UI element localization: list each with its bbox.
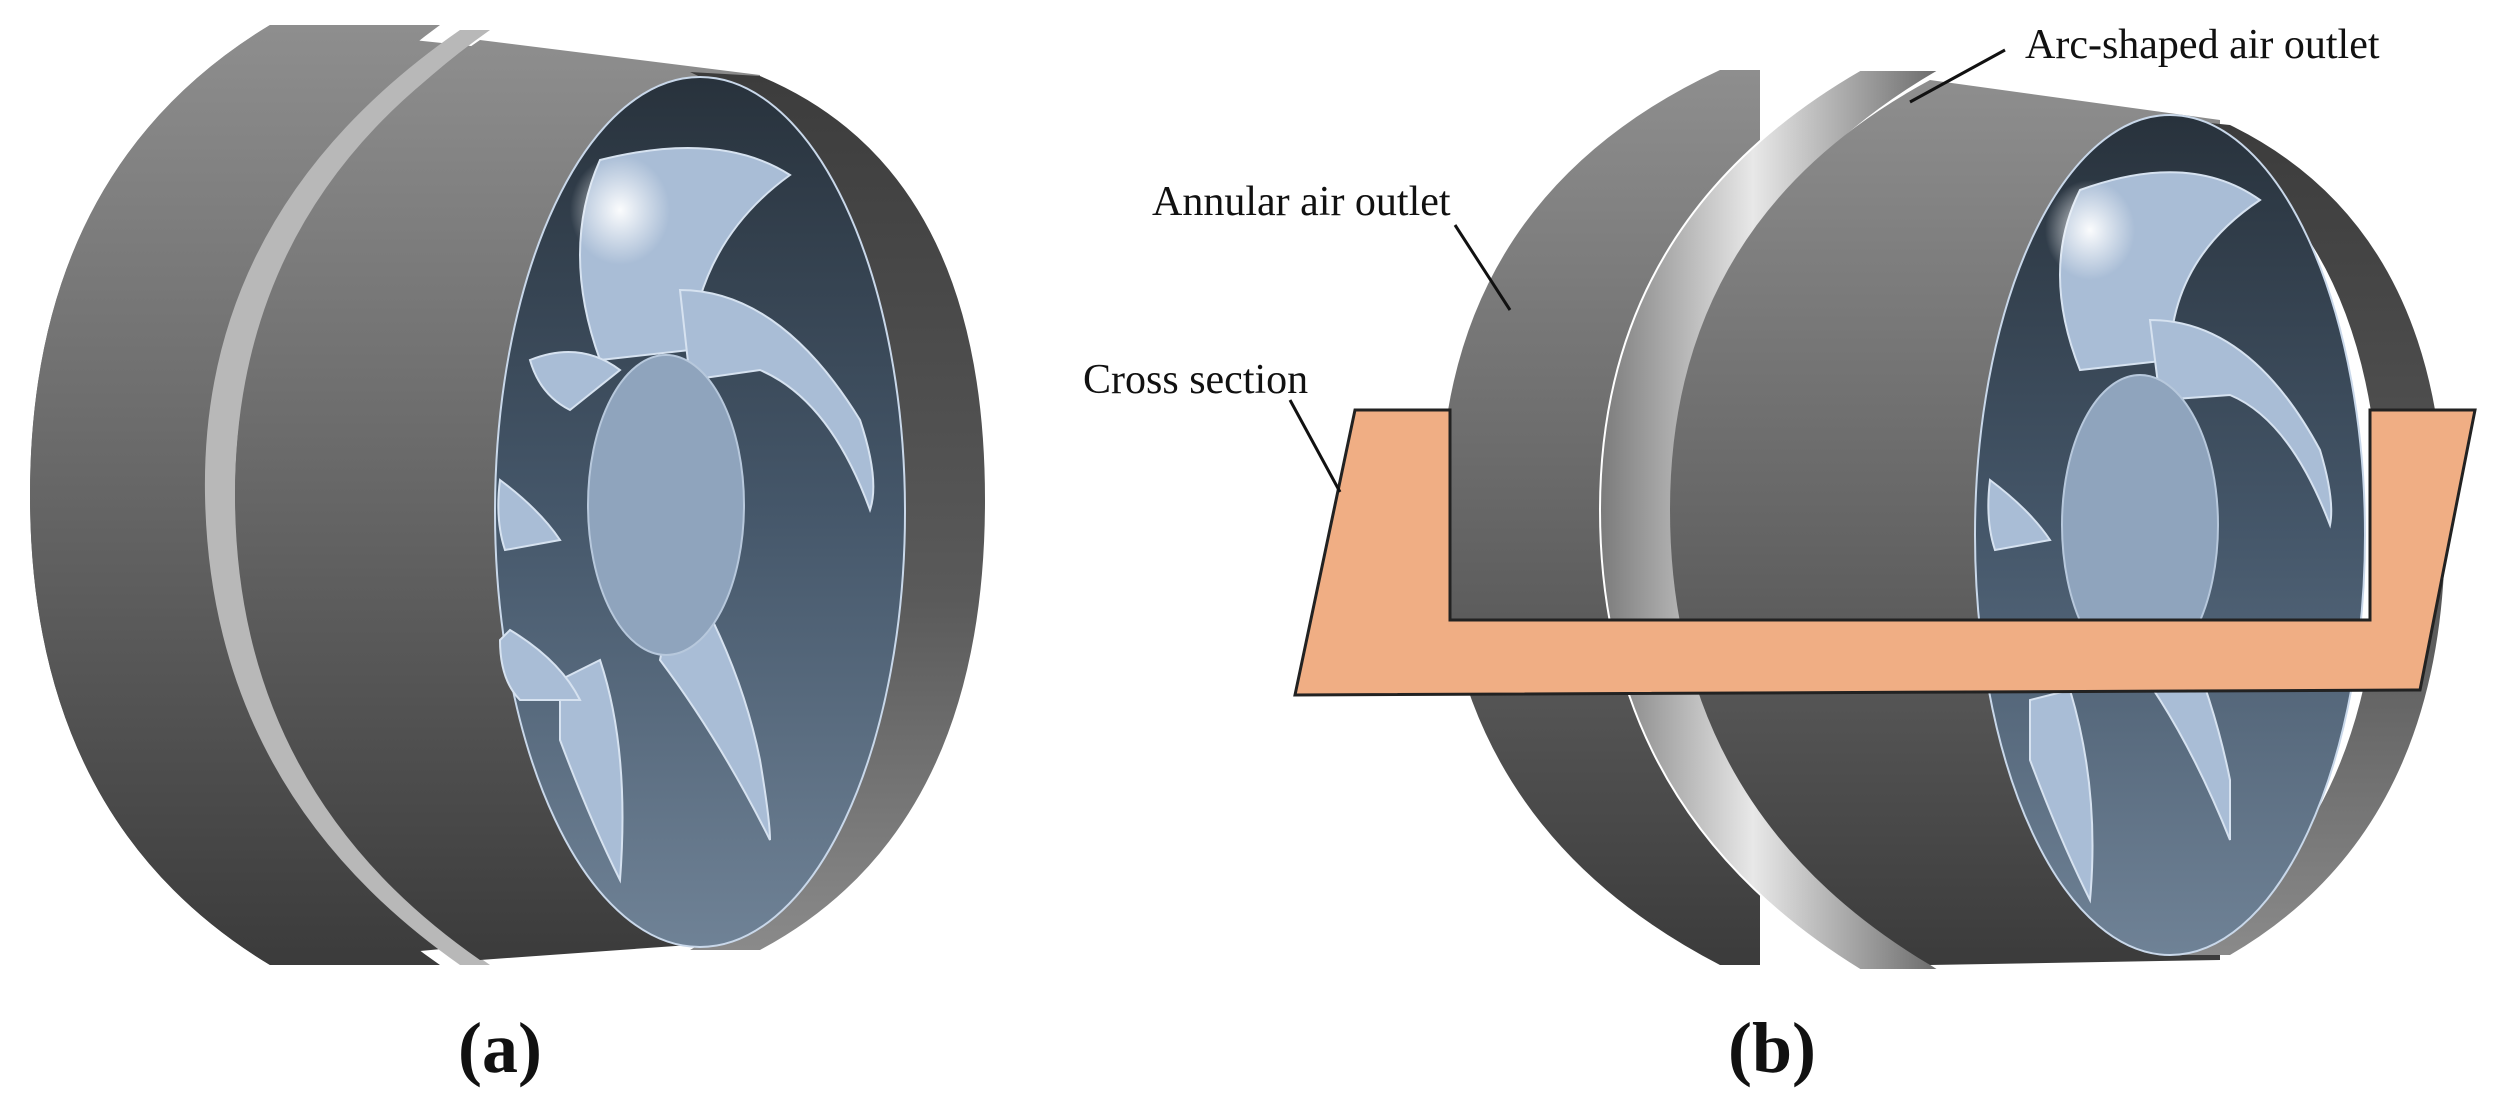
fan-model-a [30,25,985,965]
label-arc-outlet: Arc-shaped air outlet [2025,22,2380,68]
blade-b-4 [2029,688,2094,904]
rim-b [2180,120,2445,955]
label-cross-section: Cross section [1083,357,1308,403]
blade-a-2 [678,288,875,514]
leader-arc-outlet [1909,48,2006,104]
blade-b-2 [2148,318,2333,529]
hub-glow-a [570,155,670,265]
leader-annular-outlet [1453,224,1512,311]
label-annular-outlet: Annular air outlet [1152,179,1451,225]
hub-glow-b [2045,180,2135,280]
panel-label-b: (b) [1728,1008,1816,1088]
fan-model-b [1440,69,2445,971]
hub-a [587,354,745,656]
blade-a-7 [528,351,622,412]
panel-label-a: (a) [458,1008,542,1088]
cross-section-plane [1293,408,2477,697]
blade-a-6 [497,478,562,552]
gap-ring-a [204,30,491,965]
blade-b-5 [1987,478,2052,552]
leader-cross-section [1288,399,1342,493]
blade-a-4 [559,658,624,884]
rim-a [690,72,985,950]
blade-a-5 [498,628,582,701]
